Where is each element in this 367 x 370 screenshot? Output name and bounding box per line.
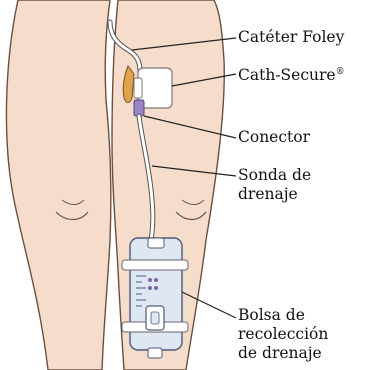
bag-strap-upper <box>122 260 188 270</box>
label-bag: Bolsa de recolección de drenaje <box>238 306 328 363</box>
bag-bottom-port <box>148 348 162 358</box>
label-connector: Conector <box>238 128 310 147</box>
label-securement: Cath-Secure® <box>238 63 345 85</box>
bag-top-port <box>148 238 164 248</box>
label-tube: Sonda de drenaje <box>238 166 311 204</box>
label-catheter: Catéter Foley <box>238 28 344 47</box>
left-leg <box>6 0 110 370</box>
